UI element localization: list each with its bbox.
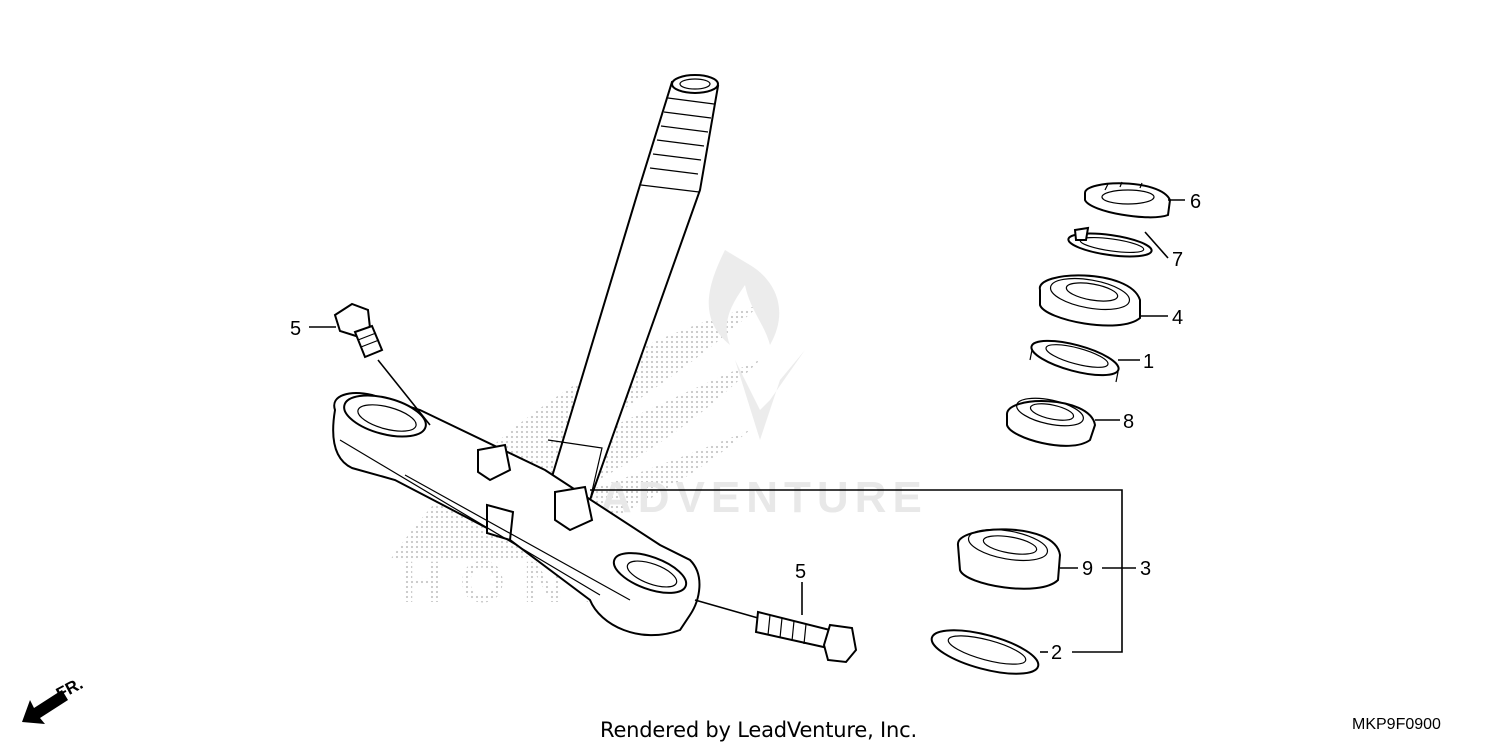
callout-3: 3	[1140, 558, 1151, 580]
lock-washer	[1067, 226, 1153, 258]
diagram-code: MKP9F0900	[1352, 716, 1441, 733]
dust-seal	[1029, 339, 1120, 383]
adjusting-nut	[1038, 274, 1141, 327]
callout-8: 8	[1123, 411, 1134, 433]
front-direction-arrow: FR.	[22, 674, 86, 724]
lower-triple-clamp	[332, 392, 701, 637]
callout-9: 9	[1082, 558, 1093, 580]
lower-pinch-bolt	[754, 610, 858, 664]
render-credit: Rendered by LeadVenture, Inc.	[600, 718, 917, 742]
upper-pinch-bolt	[333, 302, 384, 359]
callout-4: 4	[1172, 307, 1183, 329]
callout-5-lower: 5	[795, 561, 806, 583]
lower-bearing	[957, 528, 1062, 590]
stem-lock-nut	[1084, 181, 1172, 219]
callouts: 6 7 4 1 8 9 3 2 5 5	[290, 191, 1201, 664]
callout-5-upper: 5	[290, 318, 301, 340]
upper-bearing	[1005, 397, 1097, 447]
callout-1: 1	[1143, 351, 1154, 373]
callout-7: 7	[1172, 249, 1183, 271]
callout-6: 6	[1190, 191, 1201, 213]
callout-2: 2	[1051, 642, 1062, 664]
lower-dust-seal	[930, 629, 1040, 675]
watermark-dealer: ADVENTURE	[600, 473, 928, 522]
leader-lines	[309, 199, 1185, 653]
